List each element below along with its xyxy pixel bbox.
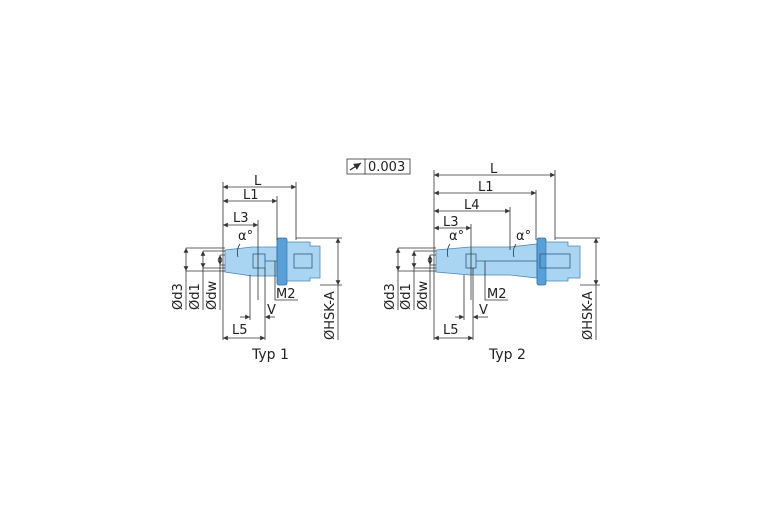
type1-label-L: L [254, 174, 262, 189]
type2-label-hsk: ØHSK-A [581, 291, 596, 340]
type2-label-L5: L5 [443, 323, 459, 338]
type1-label-d1: Ød1 [188, 283, 203, 310]
runout-tolerance-frame: 0.003 [346, 158, 411, 175]
type2-label-M2: M2 [487, 287, 507, 302]
type2-drawing: L L1 L4 L3 α° α° M2 V L5 Ød3 Ød1 Ødw ØHS… [383, 162, 600, 363]
type2-label-d1: Ød1 [399, 283, 414, 310]
type2-label-L4: L4 [464, 198, 480, 213]
type2-label-d3: Ød3 [383, 283, 398, 310]
type1-label-dw: Ødw [205, 281, 220, 310]
type1-label-L3: L3 [233, 211, 249, 226]
type2-caption: Typ 2 [488, 347, 526, 363]
type1-label-L1: L1 [243, 188, 259, 203]
type1-label-V: V [267, 303, 276, 318]
type2-label-V: V [479, 303, 488, 318]
type1-drawing: L L1 L3 α° M2 V L5 Ød3 Ød1 Ødw ØHSK-A Ty… [171, 174, 342, 363]
type1-label-hsk: ØHSK-A [323, 291, 338, 340]
type1-label-d3: Ød3 [171, 283, 186, 310]
type1-label-L5: L5 [232, 323, 248, 338]
type2-label-dw: Ødw [416, 281, 431, 310]
type1-caption: Typ 1 [251, 347, 289, 363]
type2-label-alpha-2: α° [516, 229, 531, 244]
type2-label-L: L [490, 162, 498, 177]
type1-label-M2: M2 [276, 287, 296, 302]
type2-label-alpha-1: α° [449, 229, 464, 244]
type2-label-L3: L3 [443, 215, 459, 230]
type2-label-L1: L1 [478, 180, 494, 195]
type1-label-alpha: α° [238, 229, 253, 244]
runout-arrow-icon [349, 162, 362, 171]
tolerance-value: 0.003 [368, 160, 405, 175]
